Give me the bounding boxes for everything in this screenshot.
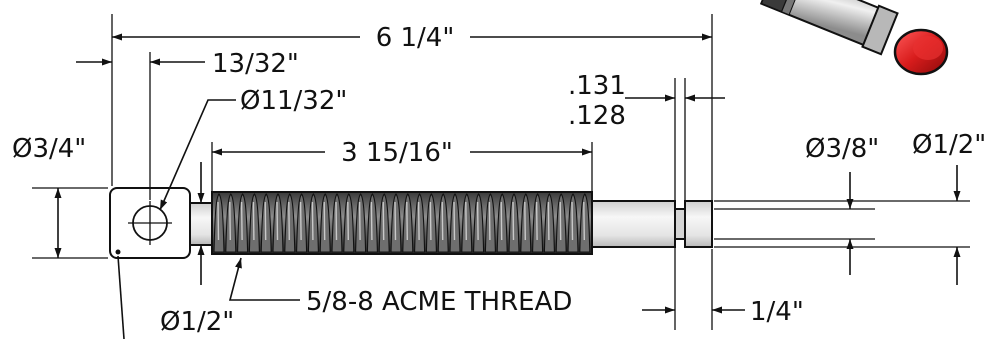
thread-highlight (524, 201, 526, 241)
thread-crest (378, 193, 390, 253)
thread-highlight (311, 201, 314, 241)
thread-crest (284, 193, 296, 253)
head-diameter-label: Ø3/4" (12, 134, 86, 164)
thread-crest (473, 193, 485, 253)
thread-crest (248, 193, 260, 253)
thread-crest (343, 193, 355, 253)
thread-crest (366, 193, 378, 253)
thread-highlight (217, 201, 220, 241)
isometric-view (759, 0, 949, 76)
part-outline (109, 187, 713, 259)
thread-highlight (229, 201, 231, 241)
overall-length-label: 6 1/4" (376, 23, 455, 53)
thread-highlight (406, 201, 408, 241)
end-length-label: 1/4" (750, 297, 804, 327)
thread-crest (402, 193, 414, 253)
thread-highlight (382, 201, 385, 241)
thread-crest (307, 193, 319, 253)
thread-highlight (512, 201, 515, 241)
thread-highlight (441, 201, 444, 241)
thread-highlight (370, 201, 373, 241)
thread-crest (414, 193, 426, 253)
thread-crest (449, 193, 461, 253)
thread-highlight (299, 201, 302, 241)
thread-highlight (394, 201, 397, 241)
thread-highlight (476, 201, 479, 241)
thread-highlight (358, 201, 361, 241)
thread-crest (355, 193, 367, 253)
groove-width-min-label: .128 (568, 101, 626, 131)
shaft-end (684, 200, 713, 248)
thread-highlight (323, 201, 326, 241)
thread-highlight (500, 201, 503, 241)
plain-shaft (591, 200, 676, 248)
thread-crest (437, 193, 449, 253)
thread-crest (508, 193, 520, 253)
thread-highlight (252, 201, 255, 241)
thread-crest (331, 193, 343, 253)
thread-highlight (276, 201, 279, 241)
thread-crest (484, 193, 496, 253)
thread-crest (496, 193, 508, 253)
thread-highlight (335, 201, 338, 241)
retaining-groove (674, 208, 686, 240)
thread-highlight (547, 201, 550, 241)
dimension-labels: 6 1/4" 13/32" Ø11/32" Ø3/4" 3 15/16" .13… (12, 23, 986, 337)
shaft-diameter-label: Ø1/2" (912, 130, 986, 160)
thread-highlight (488, 201, 491, 241)
neck (189, 202, 213, 246)
thread-crest (260, 193, 272, 253)
thread-highlight (559, 201, 562, 241)
thread-crest (213, 193, 225, 253)
eye-offset-label: 13/32" (212, 49, 299, 79)
dimension-lines (54, 33, 961, 339)
thread-crest (567, 193, 579, 253)
neck-diameter-label: Ø1/2" (160, 307, 234, 337)
thread-crest (272, 193, 284, 253)
thread-length-label: 3 15/16" (341, 138, 453, 168)
thread-crest (319, 193, 331, 253)
thread-highlight (465, 201, 467, 241)
thread-highlight (417, 201, 420, 241)
extension-lines (32, 14, 970, 330)
thread-spec-label: 5/8-8 ACME THREAD (306, 287, 572, 317)
thread-crest (520, 193, 532, 253)
thread-crest (390, 193, 402, 253)
thread-highlight (240, 201, 243, 241)
thread-crest (237, 193, 249, 253)
thread-highlight (453, 201, 456, 241)
thread-crest (296, 193, 308, 253)
groove-width-max-label: .131 (568, 71, 626, 101)
thread-highlight (535, 201, 538, 241)
thread-highlight (583, 201, 585, 241)
thread-highlight (571, 201, 574, 241)
thread-crest (225, 193, 237, 253)
hole-diameter-label: Ø11/32" (240, 86, 347, 116)
thread-highlight (264, 201, 267, 241)
thread-crest (425, 193, 437, 253)
thread-highlight (288, 201, 290, 241)
thread-crest (579, 193, 591, 253)
thread-crest (532, 193, 544, 253)
thread-highlight (347, 201, 349, 241)
thread-crest (555, 193, 567, 253)
pin-diameter-label: Ø3/8" (805, 134, 879, 164)
thread-highlight (429, 201, 432, 241)
thread-crest (543, 193, 555, 253)
thread-crest (461, 193, 473, 253)
